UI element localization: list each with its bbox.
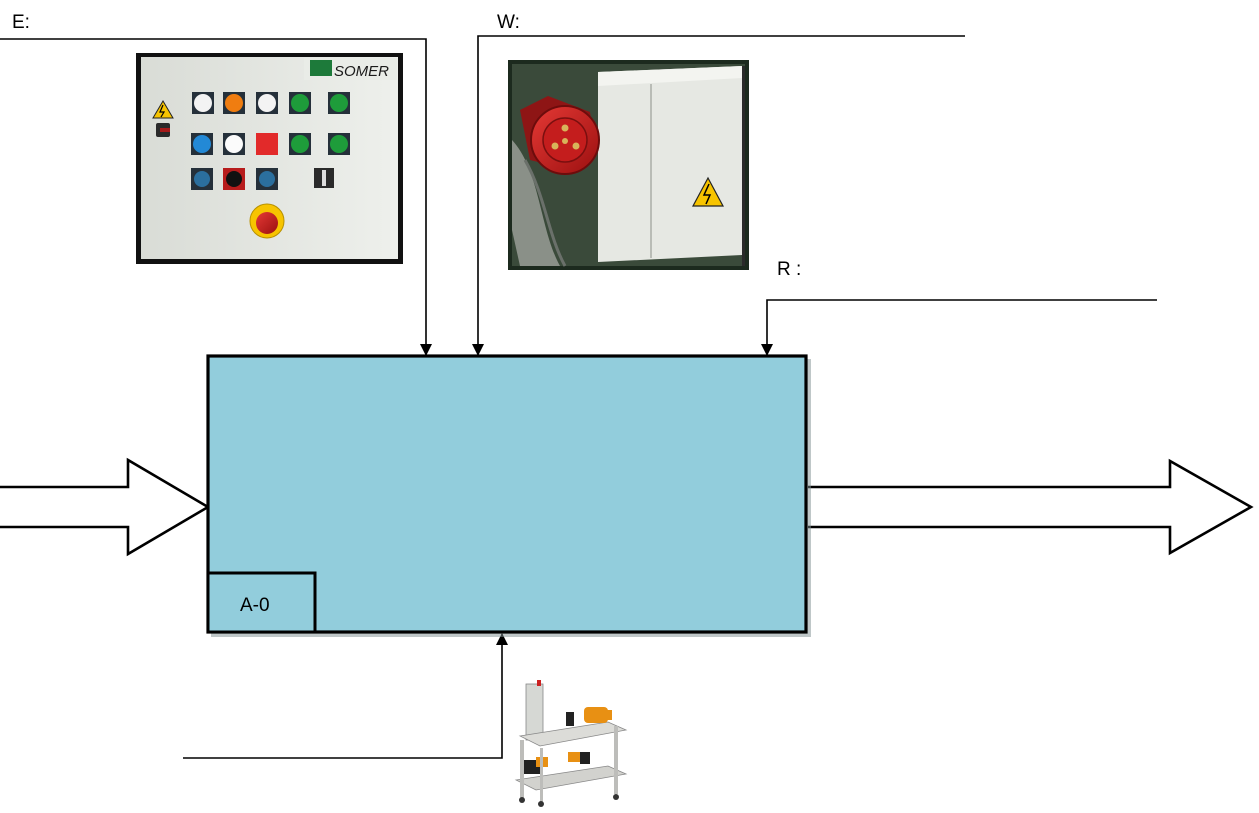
- node-id-label: A-0: [240, 595, 270, 616]
- input-arrow: [0, 460, 208, 554]
- panel-brand-text: SOMER: [334, 63, 389, 80]
- mechanism-line: [183, 633, 508, 758]
- settings-label: R :: [777, 259, 801, 280]
- output-arrow: [808, 461, 1251, 553]
- settings-control-line: [761, 300, 1157, 356]
- power-plug-image: [508, 60, 749, 270]
- test-bench-image: [511, 676, 629, 807]
- control-panel-image: SOMER: [136, 53, 403, 264]
- power-label: W:: [497, 12, 520, 33]
- energy-label: E:: [12, 12, 30, 33]
